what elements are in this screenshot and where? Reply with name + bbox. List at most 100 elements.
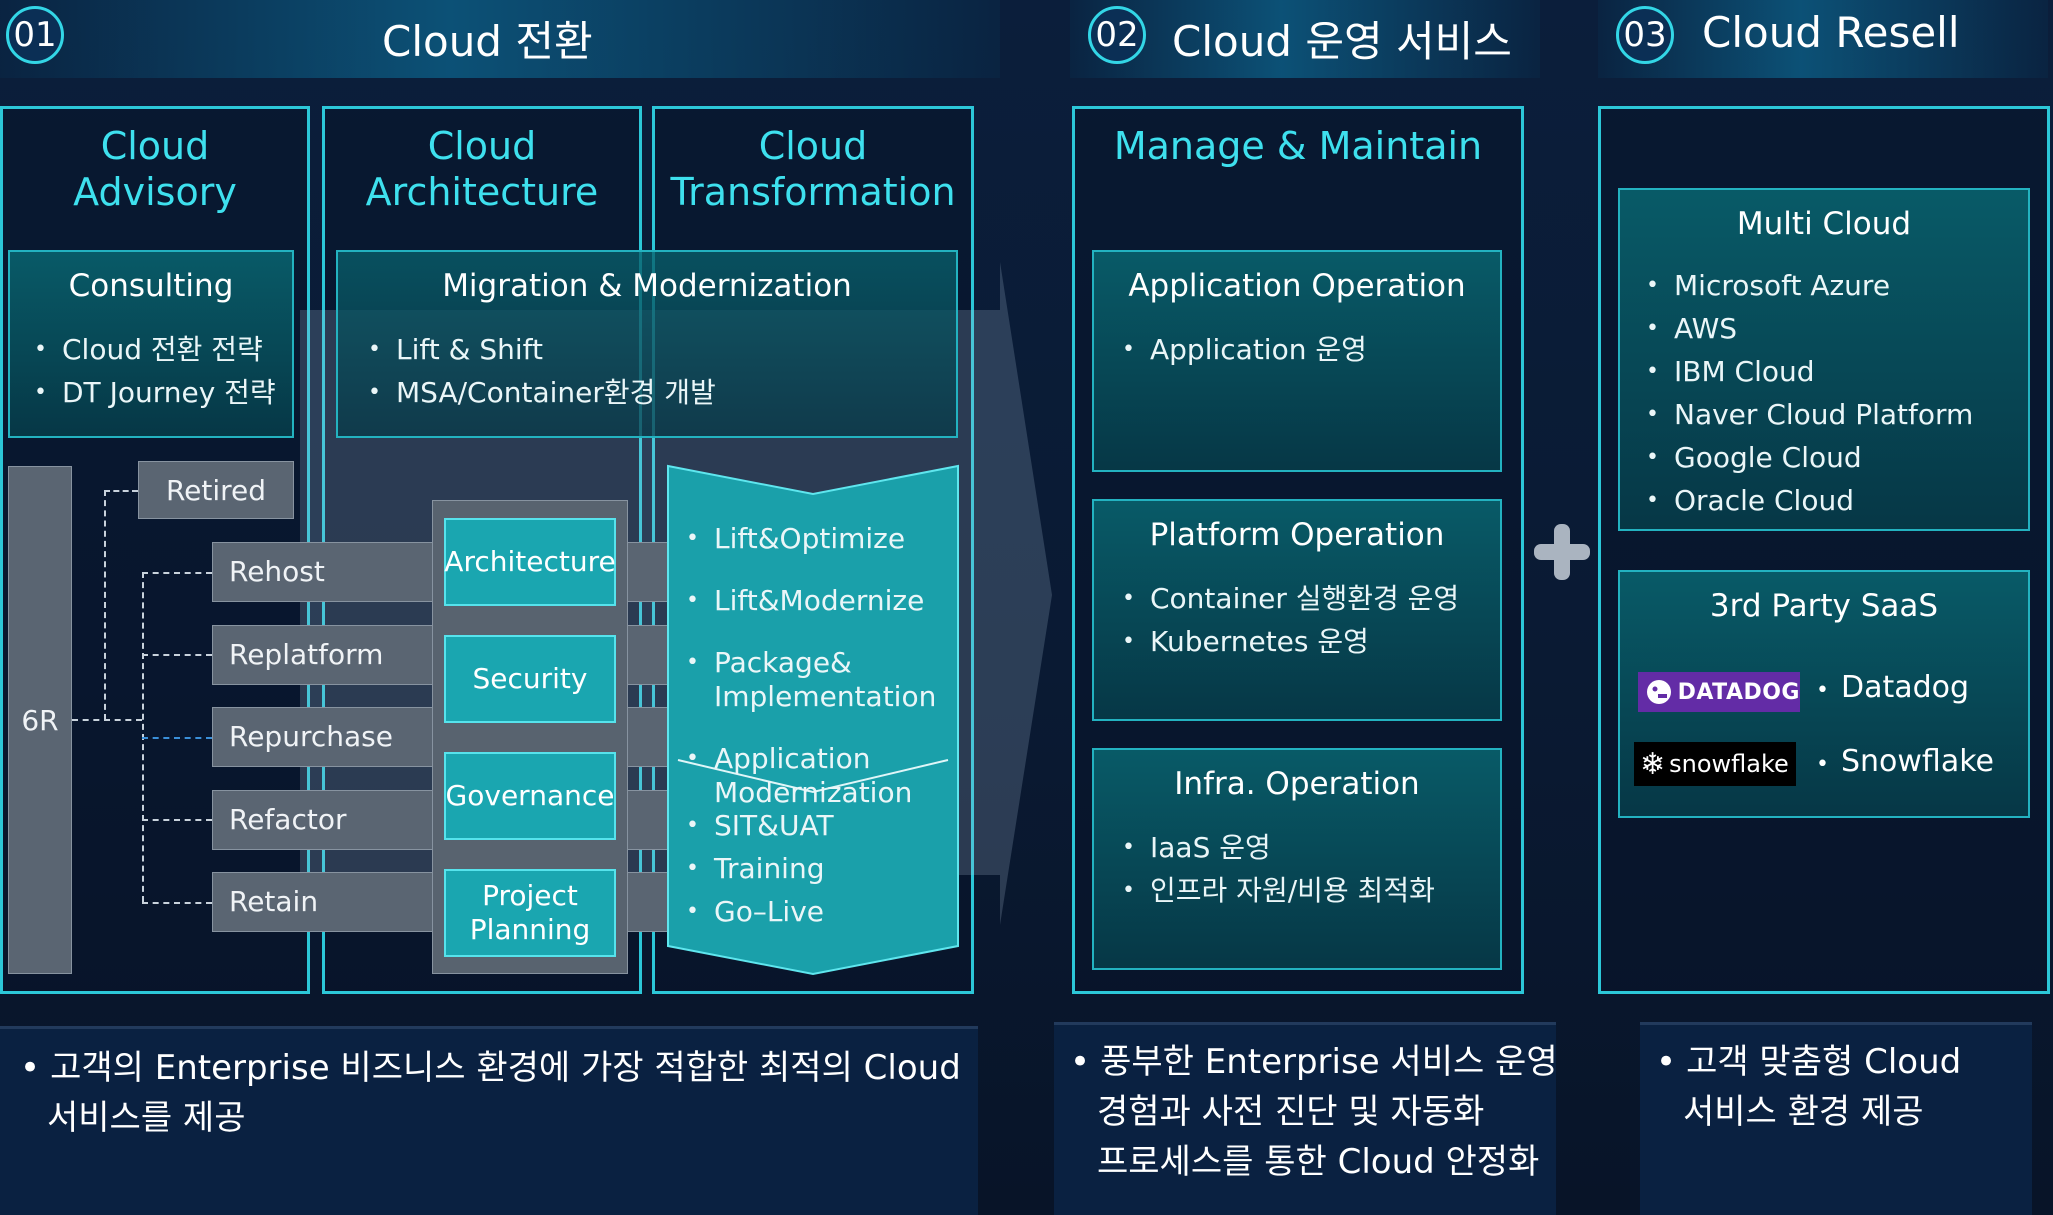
section-title: Cloud 운영 서비스 [1172, 17, 1512, 66]
list-item: Microsoft Azure [1644, 264, 1973, 307]
column-title-line: Cloud [758, 124, 868, 168]
footer-text: •풍부한 Enterprise 서비스 운영 경험과 사전 진단 및 자동화 프… [1070, 1037, 1558, 1187]
section-header-cloud-transition [0, 0, 1000, 78]
box-title: Application Operation [1128, 268, 1466, 304]
plus-icon [1534, 524, 1590, 580]
footer-line: 풍부한 Enterprise 서비스 운영 [1100, 1042, 1558, 1082]
list-item: MSA/Container환경 개발 [366, 371, 716, 414]
six-r-label: 6R [21, 703, 59, 737]
list-item: Naver Cloud Platform [1644, 393, 1973, 436]
saas-vendor-datadog: •Datadog [1816, 670, 1969, 705]
datadog-dog-icon [1647, 680, 1671, 704]
strategy-label: Refactor [229, 803, 347, 836]
transformation-top-list: Lift&Optimize Lift&Modernize Package& Im… [684, 503, 936, 838]
list-item: Package& Implementation [684, 646, 936, 723]
list-item: AWS [1644, 307, 1973, 350]
snowflake-icon: ❄ [1640, 746, 1666, 782]
third-party-saas-box: 3rd Party SaaS DATADOG •Datadog ❄ snowfl… [1618, 570, 2030, 818]
box-title: Consulting [68, 268, 234, 304]
section-header-cloud-operation [1070, 0, 1540, 78]
list-item: Container 실행환경 운영 [1120, 577, 1459, 620]
bullet-list: Microsoft Azure AWS IBM Cloud Naver Clou… [1644, 264, 1973, 522]
box-title: Multi Cloud [1736, 206, 1912, 242]
connector-line [142, 572, 212, 574]
bullet: • [20, 1048, 41, 1088]
box-title: Migration & Modernization [442, 268, 852, 304]
governance-button: Governance [444, 752, 616, 840]
list-item: 인프라 자원/비용 최적화 [1120, 869, 1435, 912]
datadog-logo-text: DATADOG [1677, 679, 1800, 705]
box-title: Platform Operation [1149, 517, 1445, 553]
footer-cloud-operation: •풍부한 Enterprise 서비스 운영 경험과 사전 진단 및 자동화 프… [1054, 1022, 1558, 1215]
footer-text: •고객 맞춤형 Cloud 서비스 환경 제공 [1656, 1037, 1961, 1137]
bullet-list: Cloud 전환 전략 DT Journey 전략 [32, 328, 276, 414]
saas-vendor-snowflake: • Snowflake [1816, 744, 1994, 779]
column-title-line: Advisory [73, 170, 237, 214]
six-r-block: 6R [8, 466, 72, 974]
connector-line [142, 654, 212, 656]
column-title-architecture: Cloud Architecture [322, 123, 642, 215]
list-item: IaaS 운영 [1120, 826, 1435, 869]
footer-cloud-resell: •고객 맞춤형 Cloud 서비스 환경 제공 [1640, 1022, 2032, 1215]
list-item: Lift&Modernize [684, 584, 936, 627]
retired-box: Retired [138, 461, 294, 519]
multi-cloud-box: Multi Cloud Microsoft Azure AWS IBM Clou… [1618, 188, 2030, 531]
section-number-badge: 02 [1088, 6, 1146, 64]
connector-line [72, 719, 142, 721]
box-title: Infra. Operation [1174, 766, 1420, 802]
list-item: Lift&Optimize [684, 522, 936, 565]
footer-cloud-transition: •고객의 Enterprise 비즈니스 환경에 가장 적합한 최적의 Clou… [0, 1026, 978, 1215]
footer-line: 서비스 환경 제공 [1683, 1092, 1924, 1132]
box-title: 3rd Party SaaS [1709, 588, 1939, 624]
footer-line: 경험과 사전 진단 및 자동화 [1097, 1092, 1485, 1132]
project-planning-button: Project Planning [444, 869, 616, 957]
list-item: IBM Cloud [1644, 350, 1973, 393]
strategy-label: Rehost [229, 555, 325, 588]
bullet-list: IaaS 운영 인프라 자원/비용 최적화 [1120, 826, 1435, 912]
datadog-logo: DATADOG [1638, 672, 1800, 712]
vendor-name: Snowflake [1840, 744, 1994, 779]
list-item: DT Journey 전략 [32, 371, 276, 414]
section-title: Cloud Resell [1702, 8, 1960, 57]
strategy-label: Retain [229, 885, 319, 918]
connector-line [104, 490, 138, 492]
list-item: Application 운영 [1120, 328, 1367, 371]
column-title-transformation: Cloud Transformation [652, 123, 974, 215]
list-item: SIT&UAT [684, 804, 834, 847]
footer-line: 고객 맞춤형 Cloud [1686, 1042, 1962, 1082]
retired-label: Retired [165, 473, 267, 507]
application-operation-box: Application Operation Application 운영 [1092, 250, 1502, 472]
connector-line [142, 737, 212, 739]
strategy-label: Replatform [229, 638, 384, 671]
footer-text: •고객의 Enterprise 비즈니스 환경에 가장 적합한 최적의 Clou… [20, 1043, 961, 1143]
section-title: Cloud 전환 [382, 17, 593, 66]
strategy-label: Repurchase [229, 720, 393, 753]
list-item: Lift & Shift [366, 328, 716, 371]
list-item: Cloud 전환 전략 [32, 328, 276, 371]
platform-operation-box: Platform Operation Container 실행환경 운영 Kub… [1092, 499, 1502, 721]
column-title-line: Cloud [427, 124, 537, 168]
migration-box: Migration & Modernization Lift & Shift M… [336, 250, 958, 438]
connector-line [142, 902, 212, 904]
bullet-list: Container 실행환경 운영 Kubernetes 운영 [1120, 577, 1459, 663]
list-item: Oracle Cloud [1644, 479, 1973, 522]
transformation-bottom-list: SIT&UAT Training Go–Live [684, 804, 834, 933]
infra-operation-box: Infra. Operation IaaS 운영 인프라 자원/비용 최적화 [1092, 748, 1502, 970]
list-item: Go–Live [684, 890, 834, 933]
footer-line: 고객의 Enterprise 비즈니스 환경에 가장 적합한 최적의 Cloud [50, 1048, 961, 1088]
column-title-line: Cloud [100, 124, 210, 168]
column-title-line: Transformation [670, 170, 956, 214]
connector-line [142, 819, 212, 821]
bullet: • [1816, 752, 1829, 777]
footer-line: 프로세스를 통한 Cloud 안정화 [1097, 1142, 1540, 1182]
column-title-manage: Manage & Maintain [1113, 124, 1483, 168]
bullet-list: Lift & Shift MSA/Container환경 개발 [366, 328, 716, 414]
list-item: Application Modernization [684, 742, 936, 819]
snowflake-logo-text: snowflake [1669, 750, 1789, 778]
list-item: Training [684, 847, 834, 890]
connector-line [104, 490, 106, 720]
bullet: • [1816, 678, 1829, 703]
footer-line: 서비스를 제공 [47, 1098, 246, 1138]
column-title-line: Architecture [365, 170, 599, 214]
snowflake-logo: ❄ snowflake [1634, 742, 1796, 786]
